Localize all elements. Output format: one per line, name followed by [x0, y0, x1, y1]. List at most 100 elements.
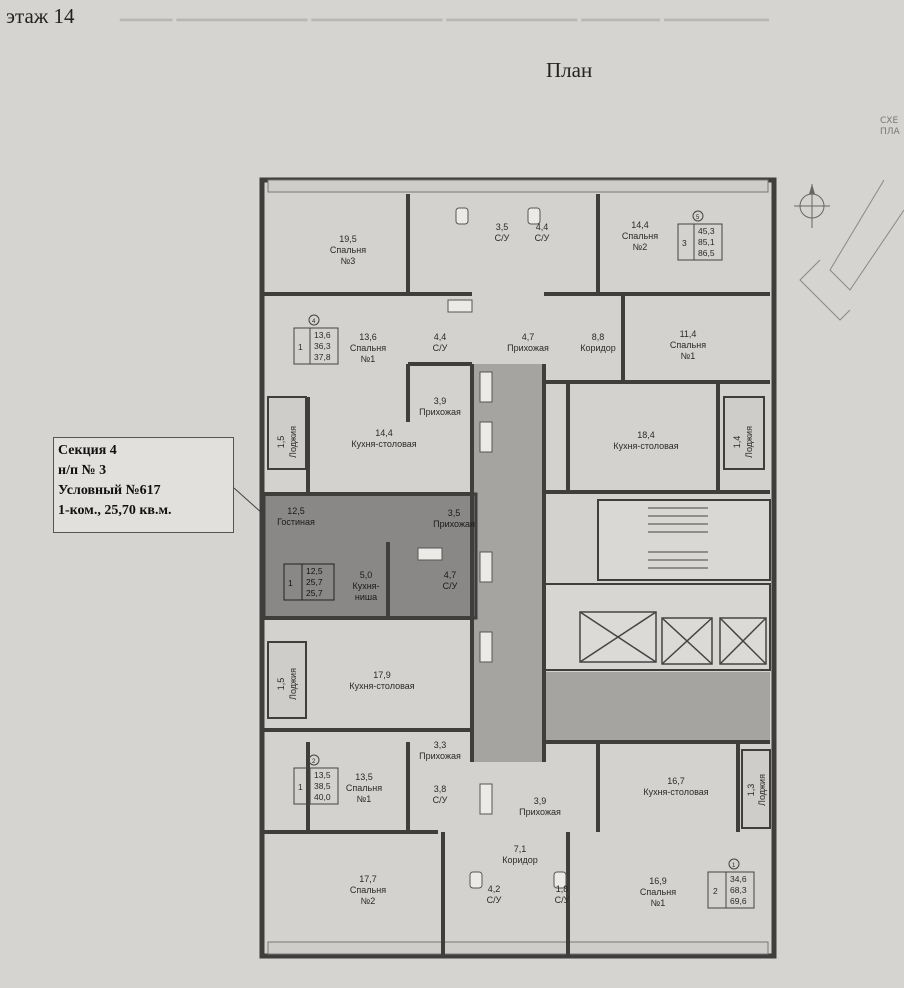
- apartment-area: 37,8: [314, 352, 331, 362]
- room-name: С/У: [535, 233, 550, 243]
- loggia-area: 1,5: [276, 436, 286, 449]
- apartment-area: 25,7: [306, 588, 323, 598]
- room-name: Коридор: [580, 343, 616, 353]
- room-area: 4,7: [522, 332, 535, 342]
- room-name: С/У: [555, 895, 570, 905]
- loggia-name: Лоджия: [757, 774, 767, 806]
- plan-base: [259, 177, 777, 959]
- apartment-area: 34,6: [730, 874, 747, 884]
- room-area: 19,5: [339, 234, 357, 244]
- room-name: Прихожая: [433, 519, 475, 529]
- apartment-box: 1 13,6 36,3 37,8 4: [293, 314, 339, 365]
- room-area: 4,4: [536, 222, 549, 232]
- callout-unit: н/п № 3: [58, 463, 107, 478]
- apartment-area: 38,5: [314, 781, 331, 791]
- floor-label: этаж 14: [6, 4, 75, 28]
- room-labels: 19,5 Спальня №3 3,5 С/У 4,4 С/У 14,4 Спа…: [277, 220, 709, 908]
- room-name: Кухня-столовая: [643, 787, 708, 797]
- apartment-area: 69,6: [730, 896, 747, 906]
- apartment-area: 85,1: [698, 237, 715, 247]
- room-name: Кухня-столовая: [613, 441, 678, 451]
- compass-diagram: [794, 179, 904, 321]
- room-area: 3,5: [448, 508, 461, 518]
- apartment-marker: 4: [312, 319, 316, 325]
- room-name: Спальня: [670, 340, 706, 350]
- apartment-box: 1 12,5 25,7 25,7: [283, 563, 335, 601]
- room-name: Кухня-: [352, 581, 379, 591]
- room-area: 7,1: [514, 844, 527, 854]
- apartment-area: 86,5: [698, 248, 715, 258]
- apartment-area: 45,3: [698, 226, 715, 236]
- room-area: 3,9: [534, 796, 547, 806]
- room-area: 3,5: [496, 222, 509, 232]
- apartment-area: 12,5: [306, 566, 323, 576]
- loggia-name: Лоджия: [288, 426, 298, 458]
- room-area: 3,9: [434, 396, 447, 406]
- room-area: 14,4: [631, 220, 649, 230]
- room-name: Спальня: [640, 887, 676, 897]
- apartment-rooms: 1: [298, 342, 303, 352]
- room-area: 12,5: [287, 506, 305, 516]
- loggia-area: 1,4: [732, 436, 742, 449]
- room-area: 16,7: [667, 776, 685, 786]
- room-name: Прихожая: [507, 343, 549, 353]
- room-number: №1: [681, 351, 696, 361]
- loggia-area: 1,5: [276, 678, 286, 691]
- apartment-box: 1 13,5 38,5 40,0 2: [293, 754, 339, 805]
- room-number: №1: [651, 898, 666, 908]
- loggia-name: Лоджия: [288, 668, 298, 700]
- room-name: Кухня-столовая: [349, 681, 414, 691]
- apartment-rooms: 3: [682, 238, 687, 248]
- apartment-area: 13,5: [314, 770, 331, 780]
- apartment-area: 68,3: [730, 885, 747, 895]
- room-name: Спальня: [330, 245, 366, 255]
- room-name: С/У: [433, 795, 448, 805]
- apartment-boxes: 3 45,3 85,1 86,5 5 1 13,6 36,3 37,8 4 1 …: [283, 210, 755, 909]
- room-name: Прихожая: [419, 407, 461, 417]
- loggia-labels: 1,5 Лоджия 1,4 Лоджия 1,5 Лоджия 1,3 Лод…: [276, 426, 767, 806]
- floor-plan: 19,5 Спальня №3 3,5 С/У 4,4 С/У 14,4 Спа…: [259, 177, 777, 959]
- room-name: Прихожая: [419, 751, 461, 761]
- room-name: Гостиная: [277, 517, 315, 527]
- apartment-area: 40,0: [314, 792, 331, 802]
- callout-area: 1-ком., 25,70 кв.м.: [58, 503, 172, 518]
- apartment-box: 2 34,6 68,3 69,6 1: [707, 858, 755, 909]
- callout-number: Условный №617: [58, 483, 161, 498]
- room-name: Кухня-столовая: [351, 439, 416, 449]
- apartment-marker: 5: [696, 215, 700, 221]
- room-area: 3,3: [434, 740, 447, 750]
- room-name: Прихожая: [519, 807, 561, 817]
- apartment-box: 3 45,3 85,1 86,5 5: [677, 210, 723, 261]
- room-area: 11,4: [680, 329, 697, 339]
- room-name: С/У: [495, 233, 510, 243]
- background-text: ▁▁▁▁ ▁▁▁▁▁▁▁▁▁▁ ▁▁▁▁▁▁▁▁▁▁ ▁▁▁▁▁▁▁▁▁▁ ▁▁…: [120, 2, 769, 21]
- room-name: С/У: [433, 343, 448, 353]
- room-area: 4,4: [434, 332, 447, 342]
- room-area: 8,8: [592, 332, 605, 342]
- loggia-name: Лоджия: [744, 426, 754, 458]
- room-name: С/У: [443, 581, 458, 591]
- apartment-marker: 2: [312, 759, 316, 765]
- room-number: №3: [341, 256, 356, 266]
- apartment-area: 36,3: [314, 341, 331, 351]
- room-area: 17,9: [373, 670, 391, 680]
- room-number: №1: [357, 794, 372, 804]
- room-area: 13,5: [355, 772, 373, 782]
- callout-section: Секция 4: [58, 443, 117, 458]
- room-area: 5,0: [360, 570, 373, 580]
- room-name: Спальня: [622, 231, 658, 241]
- room-area: 16,9: [649, 876, 667, 886]
- apartment-area: 13,6: [314, 330, 331, 340]
- room-area: 18,4: [637, 430, 655, 440]
- room-area: 1,8: [556, 884, 569, 894]
- room-area: 4,2: [488, 884, 501, 894]
- apartment-rooms: 1: [288, 578, 293, 588]
- apartment-area: 25,7: [306, 577, 323, 587]
- room-area: 13,6: [359, 332, 377, 342]
- room-number: №2: [633, 242, 648, 252]
- apartment-callout: Секция 4 н/п № 3 Условный №617 1-ком., 2…: [53, 437, 234, 533]
- room-area: 14,4: [375, 428, 393, 438]
- plan-title: План: [546, 58, 593, 82]
- room-name: С/У: [487, 895, 502, 905]
